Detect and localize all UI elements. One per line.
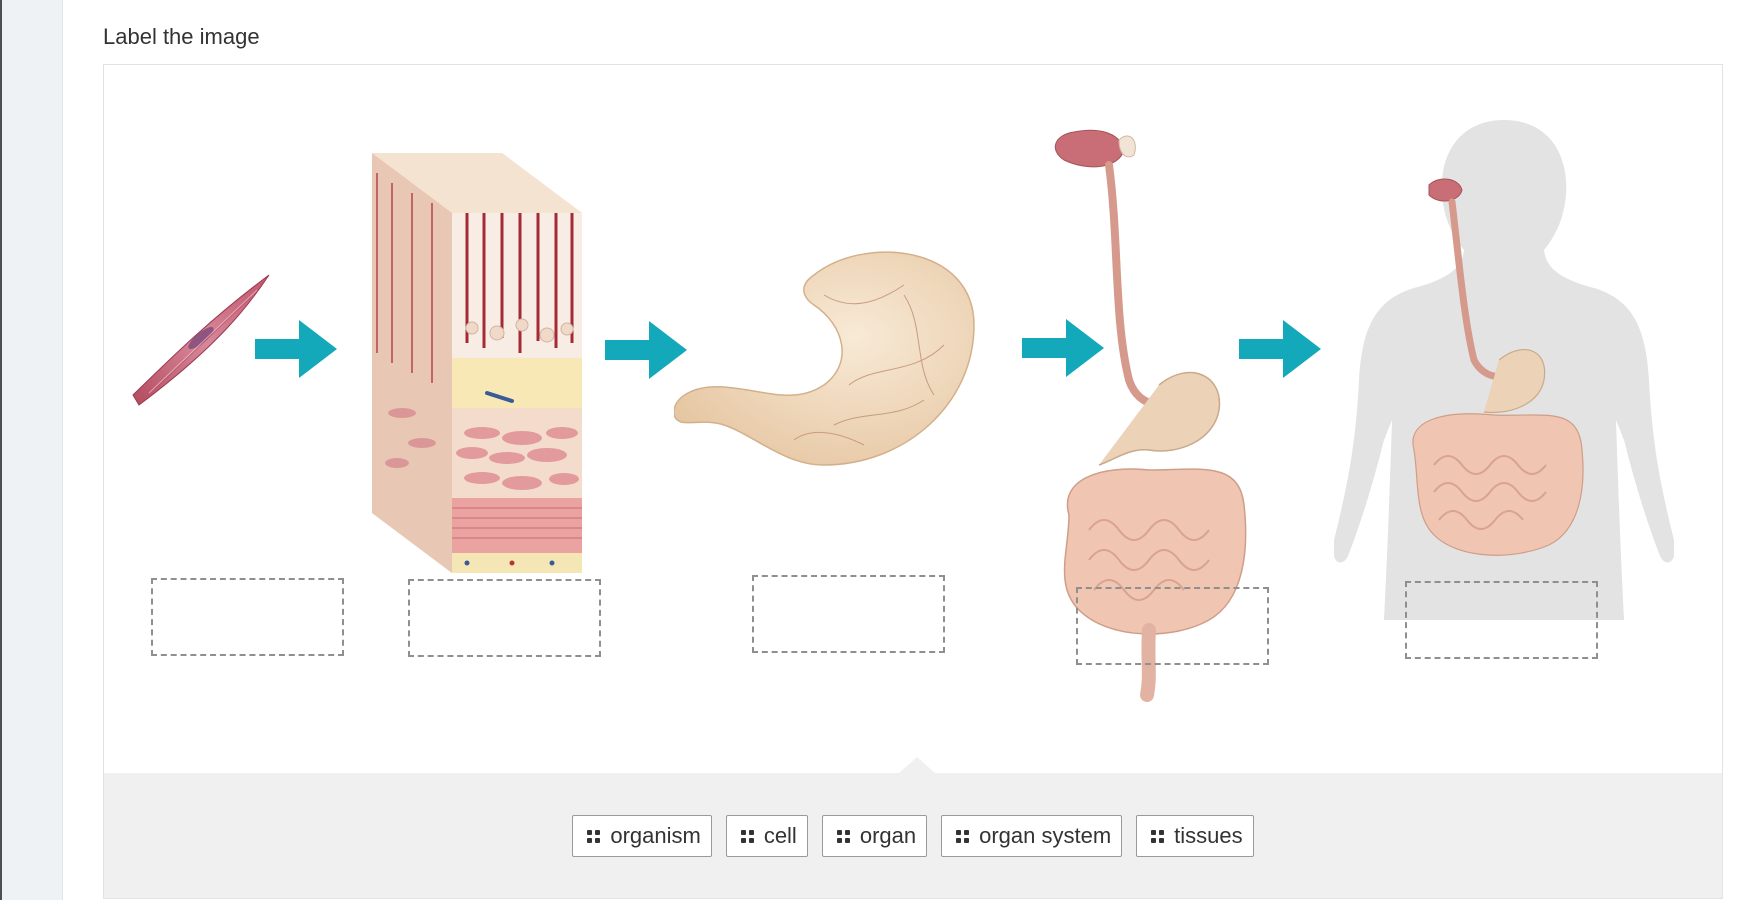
human-body-illustration [1334,120,1674,620]
digestive-system-illustration [1054,129,1247,702]
chip-label: organ [859,823,917,848]
left-rail-edge [0,0,2,900]
chip-cell[interactable]: cell [725,815,808,857]
tissue-block-illustration [372,153,582,573]
drag-handle-icon [1151,829,1165,843]
drag-handle-icon [956,829,970,843]
chip-organ[interactable]: organ [821,815,928,857]
drop-target-1[interactable] [151,578,344,656]
drag-handle-icon [740,829,754,843]
question-prompt: Label the image [103,24,260,49]
chip-label: cell [763,823,797,848]
labeling-panel: organism cell organ organ system tissues [103,64,1723,899]
drop-target-3[interactable] [752,575,945,653]
drag-handle-icon [836,829,850,843]
stomach-illustration [674,251,975,466]
muscle-cell-illustration [132,274,270,406]
right-arrow-icon [1239,320,1321,378]
drop-target-5[interactable] [1405,581,1598,659]
chip-tissues[interactable]: tissues [1136,815,1254,857]
drop-target-2[interactable] [408,579,601,657]
word-bank: organism cell organ organ system tissues [104,815,1722,857]
tray-pointer [899,757,935,773]
chip-label: organ system [979,823,1112,848]
chip-organ-system[interactable]: organ system [941,815,1123,857]
chip-organism[interactable]: organism [572,815,712,857]
chip-label: tissues [1174,823,1243,848]
drag-handle-icon [587,829,601,843]
word-bank-tray: organism cell organ organ system tissues [104,757,1722,898]
right-arrow-icon [1022,319,1104,377]
chip-label: organism [610,823,701,848]
right-arrow-icon [255,320,337,378]
image-stage [104,65,1722,773]
drop-target-4[interactable] [1076,587,1269,665]
right-arrow-icon [605,321,687,379]
left-rail [0,0,63,900]
